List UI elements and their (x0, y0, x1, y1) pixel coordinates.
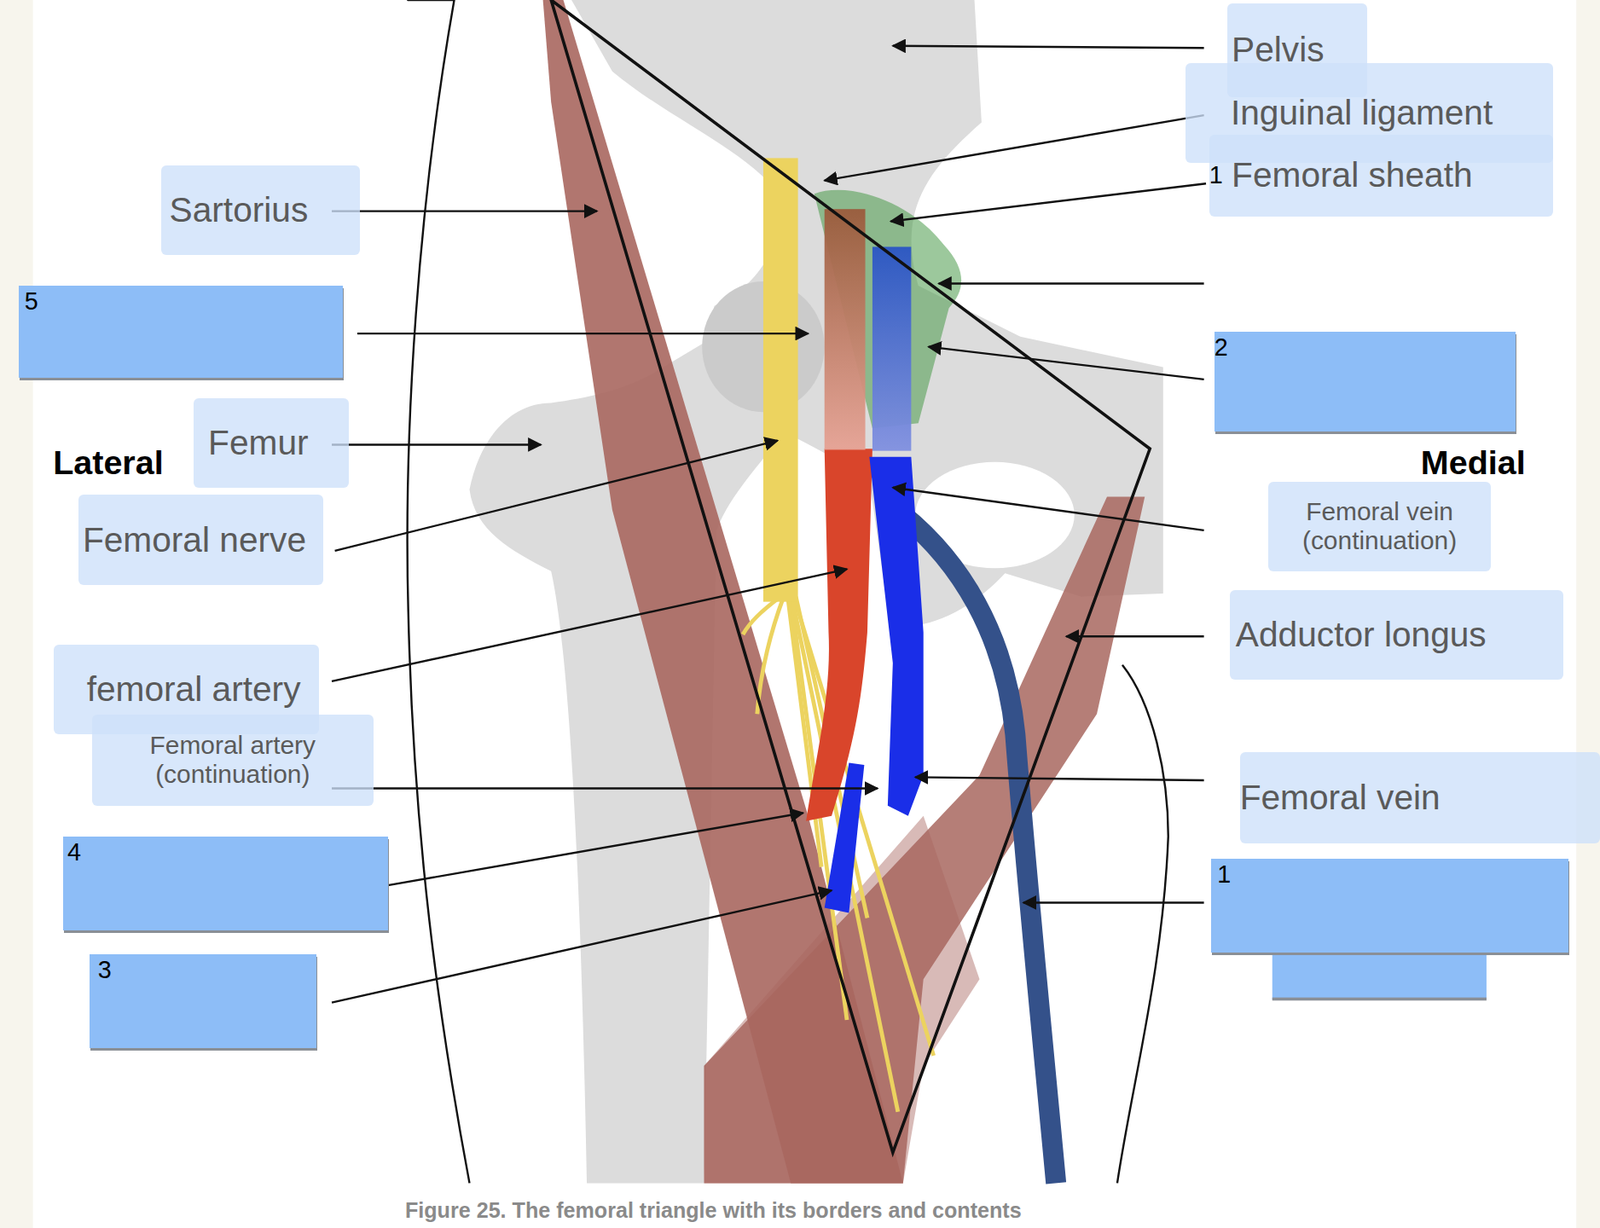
label-box: Femoral vein (1240, 752, 1600, 845)
great-saphenous-vein (903, 515, 1056, 1183)
thigh-outline (407, 0, 470, 1183)
orientation-label: Lateral (52, 446, 163, 480)
label-box: Adductor longus (1229, 590, 1564, 680)
callout-number: 2 (1214, 333, 1229, 362)
label-box: Femoral sheath (1209, 134, 1554, 217)
answer-box-shadow (1272, 997, 1487, 1002)
leader-line (824, 115, 1205, 181)
part-label: femoral artery (86, 669, 302, 710)
thigh-outline (1117, 665, 1169, 1184)
part-label: Femur (208, 423, 308, 464)
figure-caption: Figure 25. The femoral triangle with its… (405, 1200, 1022, 1222)
answer-box: 1 (1211, 858, 1569, 953)
leader-line (915, 776, 1204, 781)
leader-line (1023, 901, 1205, 904)
leader-lines (331, 46, 1206, 1003)
leader-line (928, 347, 1205, 380)
part-label: Adductor longus (1235, 614, 1487, 656)
orientation-label: Medial (1420, 446, 1526, 480)
label-box: Femur (193, 398, 349, 488)
callout-number: 4 (67, 838, 82, 867)
leader-line (939, 282, 1205, 285)
part-label: Femoral artery (continuation) (130, 730, 335, 790)
leader-line (357, 332, 809, 335)
leader-line (331, 443, 541, 446)
leader-line (388, 812, 804, 886)
triangle-border (550, 0, 1150, 1153)
leader-line (892, 487, 1205, 531)
leader-line (890, 183, 1206, 221)
answer-box: 3 (89, 954, 317, 1049)
leader-line (335, 440, 778, 551)
femoral-artery-in-sheath (824, 208, 866, 450)
callout-number: 5 (24, 287, 39, 316)
part-label: Sartorius (169, 190, 309, 231)
part-label: Femoral vein (continuation) (1268, 497, 1491, 557)
leader-line (1066, 635, 1204, 638)
label-box: Femoral vein (continuation) (1268, 481, 1491, 572)
callout-number: 1 (1217, 860, 1231, 889)
label-box: Sartorius (161, 165, 360, 256)
part-label: Femoral nerve (82, 520, 307, 561)
part-label: Femoral sheath (1231, 155, 1473, 196)
leader-line (892, 46, 1205, 48)
femoral-vein (869, 457, 923, 817)
nerve-branch (757, 597, 784, 715)
panel (33, 0, 1577, 1228)
femoral-nerve (763, 157, 799, 602)
answer-box: 4 (63, 836, 388, 931)
leader-line (331, 209, 598, 212)
label-box: Femoral nerve (78, 494, 324, 585)
part-label: Femoral vein (1240, 777, 1441, 818)
answer-box-extra (1272, 948, 1487, 1000)
answer-box: 2 (1214, 331, 1516, 432)
part-label: Inguinal ligament (1230, 92, 1493, 134)
femoral-vein-in-sheath (872, 246, 911, 451)
callout-number: 1 (1209, 162, 1224, 188)
callout-number: 3 (98, 956, 112, 985)
answer-box: 5 (18, 285, 343, 378)
leader-line (331, 787, 878, 789)
leader-line (331, 568, 847, 682)
leader-line (331, 890, 832, 1003)
label-box: Femoral artery (continuation) (92, 714, 374, 807)
